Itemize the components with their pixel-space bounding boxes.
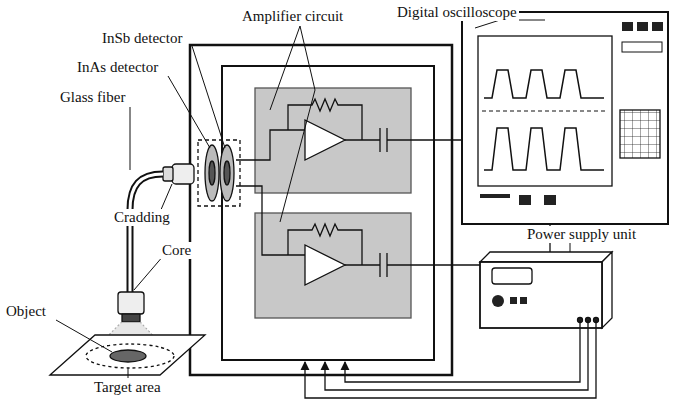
part-label: Amplifier circuit bbox=[240, 8, 345, 25]
wire bbox=[236, 186, 305, 255]
insb-detector bbox=[220, 145, 234, 201]
part-label: InSb detector bbox=[100, 30, 184, 47]
power-wire bbox=[345, 320, 580, 382]
fiber-connector bbox=[172, 164, 194, 184]
opamp-symbol bbox=[305, 245, 345, 285]
fiber-probe bbox=[118, 292, 144, 314]
power-supply-top bbox=[480, 252, 612, 262]
scope-screen bbox=[478, 36, 612, 186]
opamp-symbol bbox=[305, 120, 345, 160]
resistor-symbol bbox=[288, 99, 362, 140]
detector-housing bbox=[198, 140, 240, 206]
power-supply bbox=[480, 262, 602, 328]
part-label: Digital oscilloscope bbox=[395, 4, 519, 21]
part-label: Glass fiber bbox=[58, 89, 127, 106]
keypad bbox=[620, 110, 660, 158]
wire bbox=[236, 130, 305, 160]
resistor-symbol bbox=[288, 224, 362, 265]
power-wire bbox=[305, 320, 596, 398]
waveform bbox=[484, 70, 604, 98]
inas-detector bbox=[205, 145, 219, 201]
part-label: Power supply unit bbox=[525, 226, 638, 243]
part-label: InAs detector bbox=[75, 59, 160, 76]
waveform bbox=[484, 128, 604, 170]
leader-lines bbox=[56, 20, 570, 378]
enclosure bbox=[190, 45, 452, 375]
object bbox=[110, 350, 146, 362]
part-label: Target area bbox=[92, 379, 163, 396]
oscilloscope bbox=[462, 12, 668, 224]
part-label: Core bbox=[160, 242, 193, 259]
glass-fiber bbox=[130, 174, 163, 292]
inner-board bbox=[222, 66, 434, 360]
power-wire bbox=[325, 320, 588, 390]
part-label: Object bbox=[4, 303, 48, 320]
target-area bbox=[86, 344, 174, 368]
input-port bbox=[519, 195, 531, 205]
part-label: Cradding bbox=[112, 209, 172, 226]
input-port bbox=[544, 195, 556, 205]
